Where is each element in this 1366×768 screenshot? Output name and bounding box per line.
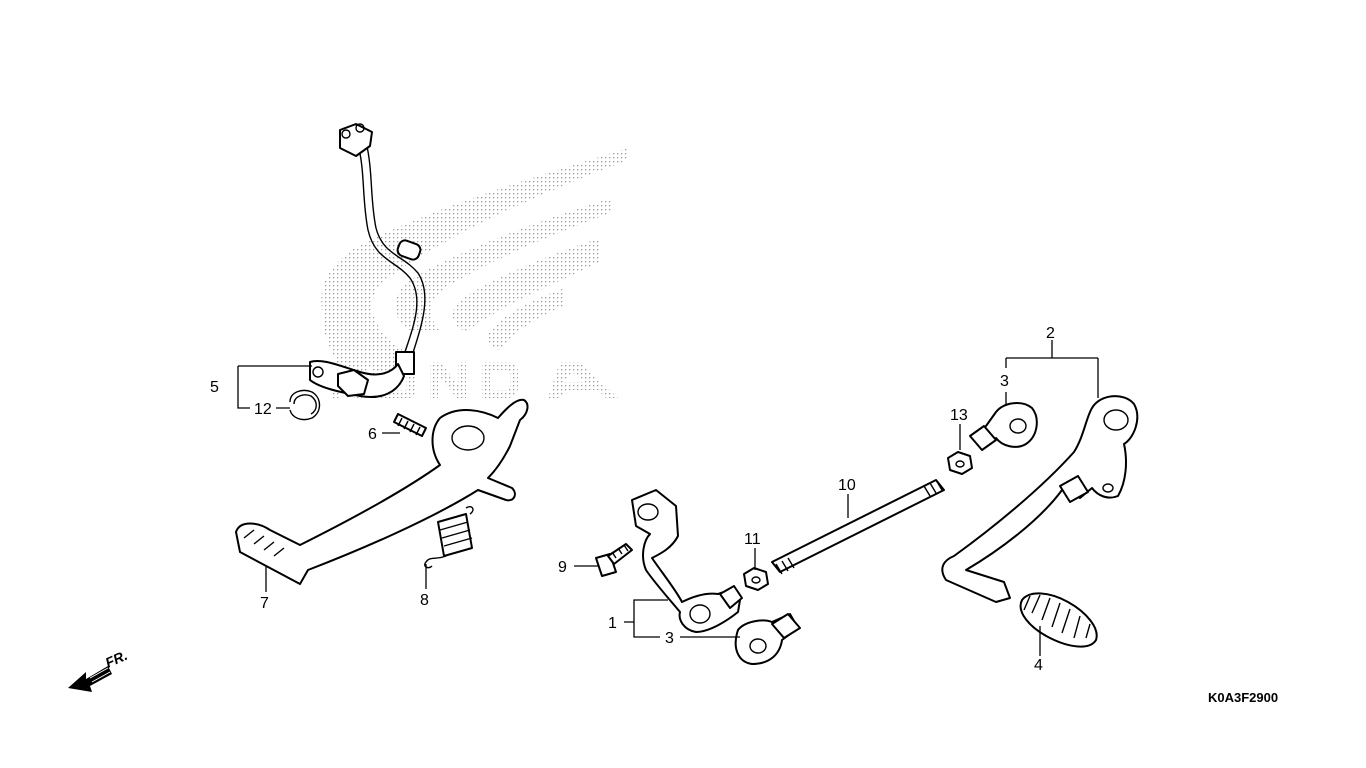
front-arrow-icon bbox=[68, 666, 112, 692]
callout-labels: 1 2 3 3 4 5 6 7 8 9 10 11 12 13 bbox=[210, 325, 1055, 674]
part-5-brake-switch bbox=[309, 123, 426, 398]
part-7-brake-pedal bbox=[235, 398, 529, 585]
callout-7: 7 bbox=[260, 595, 269, 612]
callout-3-lower: 3 bbox=[665, 630, 674, 647]
callout-9: 9 bbox=[558, 559, 567, 576]
callout-12: 12 bbox=[254, 401, 272, 418]
part-3-ball-joint-lower bbox=[734, 613, 801, 665]
part-2-shift-pedal bbox=[941, 395, 1139, 603]
part-8-spring bbox=[423, 505, 474, 569]
honda-wing-watermark bbox=[321, 148, 628, 398]
callout-10: 10 bbox=[838, 477, 856, 494]
callout-4: 4 bbox=[1034, 657, 1043, 674]
callout-8: 8 bbox=[420, 592, 429, 609]
part-6-spring-pin bbox=[393, 413, 427, 437]
callout-13: 13 bbox=[950, 407, 968, 424]
part-10-tie-rod bbox=[771, 479, 945, 575]
callout-5: 5 bbox=[210, 379, 219, 396]
front-label: FR. bbox=[103, 647, 130, 671]
part-11-nut bbox=[743, 567, 769, 591]
part-13-nut bbox=[947, 451, 973, 475]
callout-3-upper: 3 bbox=[1000, 373, 1009, 390]
part-12-clip bbox=[289, 389, 321, 421]
diagram-code: K0A3F2900 bbox=[1208, 690, 1278, 705]
callout-11: 11 bbox=[744, 531, 761, 548]
part-4-pedal-rubber bbox=[1019, 592, 1098, 648]
callout-2: 2 bbox=[1046, 325, 1055, 342]
leader-lines bbox=[237, 340, 1099, 656]
part-3-ball-joint-upper bbox=[969, 402, 1038, 451]
part-9-bolt bbox=[595, 543, 633, 577]
callout-6: 6 bbox=[368, 426, 377, 443]
part-1-shift-arm bbox=[631, 489, 743, 633]
callout-1: 1 bbox=[608, 615, 617, 632]
